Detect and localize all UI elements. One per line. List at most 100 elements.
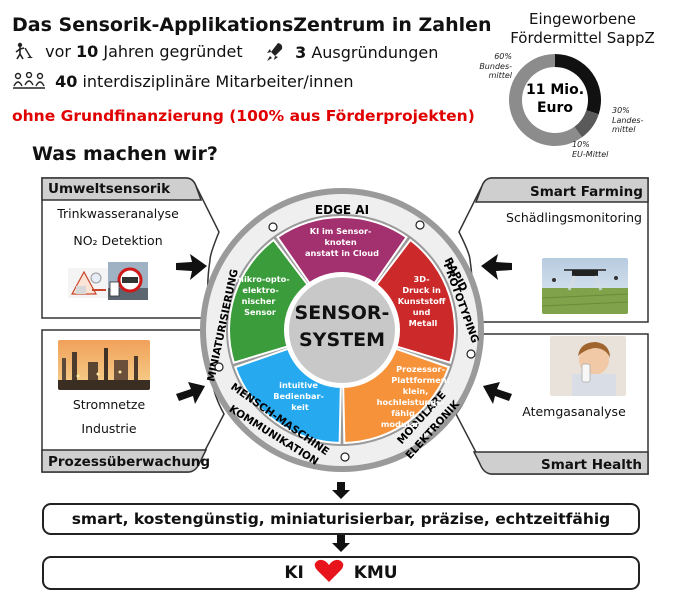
arrow-to-prozess xyxy=(176,382,205,404)
prozess-item1: Stromnetze xyxy=(72,397,146,412)
heart-icon xyxy=(314,559,344,583)
umwelt-item2: NO₂ Detektion xyxy=(73,233,163,248)
page-title: Das Sensorik-ApplikationsZentrum in Zahl… xyxy=(12,14,492,36)
prozess-title: Prozessüberwachung xyxy=(48,454,211,470)
donut-label-bund-pct: 60% xyxy=(494,52,512,61)
no2-sign-image xyxy=(108,262,148,300)
founding-icon xyxy=(12,42,34,60)
segment-red-text: 3D- Druck in Kunststoff und Metall xyxy=(398,274,449,328)
fact-founded-suffix: Jahren gegründet xyxy=(103,42,243,61)
health-tab xyxy=(472,451,649,475)
water-analysis-image xyxy=(66,264,110,300)
orange-line1: Prozessor- xyxy=(396,364,445,374)
donut-slice-eu xyxy=(574,110,599,138)
drone-field-image xyxy=(542,258,628,314)
fact-founded-prefix: vor xyxy=(45,42,71,61)
fact-spinoffs-suffix: Ausgründungen xyxy=(311,43,439,62)
donut-label-eu-name: EU-Mittel xyxy=(572,149,609,159)
red-line5: Metall xyxy=(409,318,438,328)
ki-kmu-bar: KI KMU xyxy=(42,556,640,590)
segment-green-text: mikro-opto- elektro- nischer Sensor xyxy=(235,274,292,317)
no-base-funding-note: ohne Grundfinanzierung (100% aus Förderp… xyxy=(12,107,475,125)
ring-dot-2 xyxy=(415,220,425,230)
donut-center-line1: 11 Mio. xyxy=(526,82,584,98)
umwelt-item1: Trinkwasseranalyse xyxy=(57,206,179,221)
ring-dot-3 xyxy=(466,349,476,359)
team-icon xyxy=(12,71,46,90)
green-line2: elektro- xyxy=(242,285,278,295)
donut-label-land: 30% Landes-mittel xyxy=(612,106,658,135)
donut-center-line2: Euro xyxy=(537,100,573,116)
donut-slice-bund xyxy=(509,54,583,146)
purple-line2: knoten xyxy=(324,237,356,247)
donut-label-eu: 10% EU-Mittel xyxy=(572,140,622,159)
arrow-down-1 xyxy=(332,482,350,499)
orange-line3: klein, xyxy=(403,386,429,396)
orange-line4: hochleistungs- xyxy=(377,397,445,407)
sensor-system-wheel: SENSOR- SYSTEM EDGE AI RAPID PROTOTYPING… xyxy=(200,188,484,472)
farming-title: Smart Farming xyxy=(530,184,643,200)
green-line3: nischer xyxy=(242,296,277,306)
ring-dot-4 xyxy=(340,452,350,462)
fact-spinoffs-value: 3 xyxy=(295,43,307,62)
fact-staff: 40 interdisziplinäre Mitarbeiter/innen xyxy=(12,71,354,91)
what-we-do-heading: Was machen wir? xyxy=(32,143,218,165)
kmu-label: KMU xyxy=(353,563,398,583)
donut-label-bund: 60% Bundes-mittel xyxy=(472,52,512,81)
arrow-down-2 xyxy=(332,535,350,552)
funding-title: Eingeworbene Fördermittel SappZ xyxy=(490,10,675,48)
blue-line2: Bedienbar- xyxy=(273,391,324,401)
industry-image xyxy=(58,340,150,390)
segment-orange-text: Prozessor- Plattformen: klein, hochleist… xyxy=(377,364,453,429)
donut-label-eu-pct: 10% xyxy=(572,140,590,149)
red-line4: und xyxy=(413,307,431,317)
red-line3: Kunststoff xyxy=(398,296,446,306)
umwelt-tab xyxy=(41,177,203,201)
purple-line1: KI im Sensor- xyxy=(310,226,372,236)
fact-founded-value: 10 xyxy=(76,42,99,61)
farming-item1: Schädlingsmonitoring xyxy=(506,210,642,225)
orange-line5: fähig, xyxy=(391,408,418,418)
wheel-center xyxy=(289,277,395,383)
segment-blue-text: intuitive Bedienbar- keit xyxy=(273,380,327,412)
health-title: Smart Health xyxy=(541,457,642,473)
arrow-to-umwelt xyxy=(176,254,207,280)
arrow-to-farming xyxy=(481,254,512,280)
fact-spinoffs: 3 Ausgründungen xyxy=(266,42,438,62)
funding-title-line2: Fördermittel SappZ xyxy=(510,29,655,47)
wheel-center-line1: SENSOR- xyxy=(295,302,390,324)
ring-dot-1 xyxy=(268,222,278,232)
segment-purple-text: KI im Sensor- knoten anstatt in Cloud xyxy=(305,226,379,258)
wheel-center-line2: SYSTEM xyxy=(299,329,385,351)
donut-slice-land xyxy=(555,54,601,115)
purple-line3: anstatt in Cloud xyxy=(305,248,379,258)
breath-child-image xyxy=(550,336,626,396)
red-line2: Druck in xyxy=(402,285,441,295)
blue-line3: keit xyxy=(291,402,309,412)
fact-staff-suffix: interdisziplinäre Mitarbeiter/innen xyxy=(82,72,354,91)
donut-label-bund-name: Bundes-mittel xyxy=(479,61,512,81)
red-line1: 3D- xyxy=(414,274,430,284)
prozess-item2: Industrie xyxy=(81,421,137,436)
farming-tab xyxy=(474,177,649,203)
fact-staff-value: 40 xyxy=(55,72,78,91)
tagline-bar: smart, kostengünstig, miniaturisierbar, … xyxy=(42,503,640,535)
ring-dot-5 xyxy=(214,362,224,372)
ring-label-edge-ai: EDGE AI xyxy=(315,203,369,217)
orange-line6: modular xyxy=(381,419,420,429)
ki-label: KI xyxy=(284,563,304,583)
funding-title-line1: Eingeworbene xyxy=(529,10,636,28)
funding-donut: 11 Mio. Euro xyxy=(509,54,601,146)
arrow-to-health xyxy=(483,382,512,404)
donut-label-land-name: Landes-mittel xyxy=(612,115,644,135)
rocket-icon xyxy=(266,42,284,62)
green-line1: mikro-opto- xyxy=(235,274,289,284)
green-line4: Sensor xyxy=(244,307,277,317)
blue-line1: intuitive xyxy=(279,380,318,390)
donut-label-land-pct: 30% xyxy=(612,106,630,115)
umwelt-title: Umweltsensorik xyxy=(48,181,171,197)
health-item1: Atemgasanalyse xyxy=(522,404,626,419)
prozess-tab xyxy=(41,449,208,473)
fact-founded: vor 10 Jahren gegründet xyxy=(12,42,243,61)
orange-line2: Plattformen: xyxy=(391,375,450,385)
